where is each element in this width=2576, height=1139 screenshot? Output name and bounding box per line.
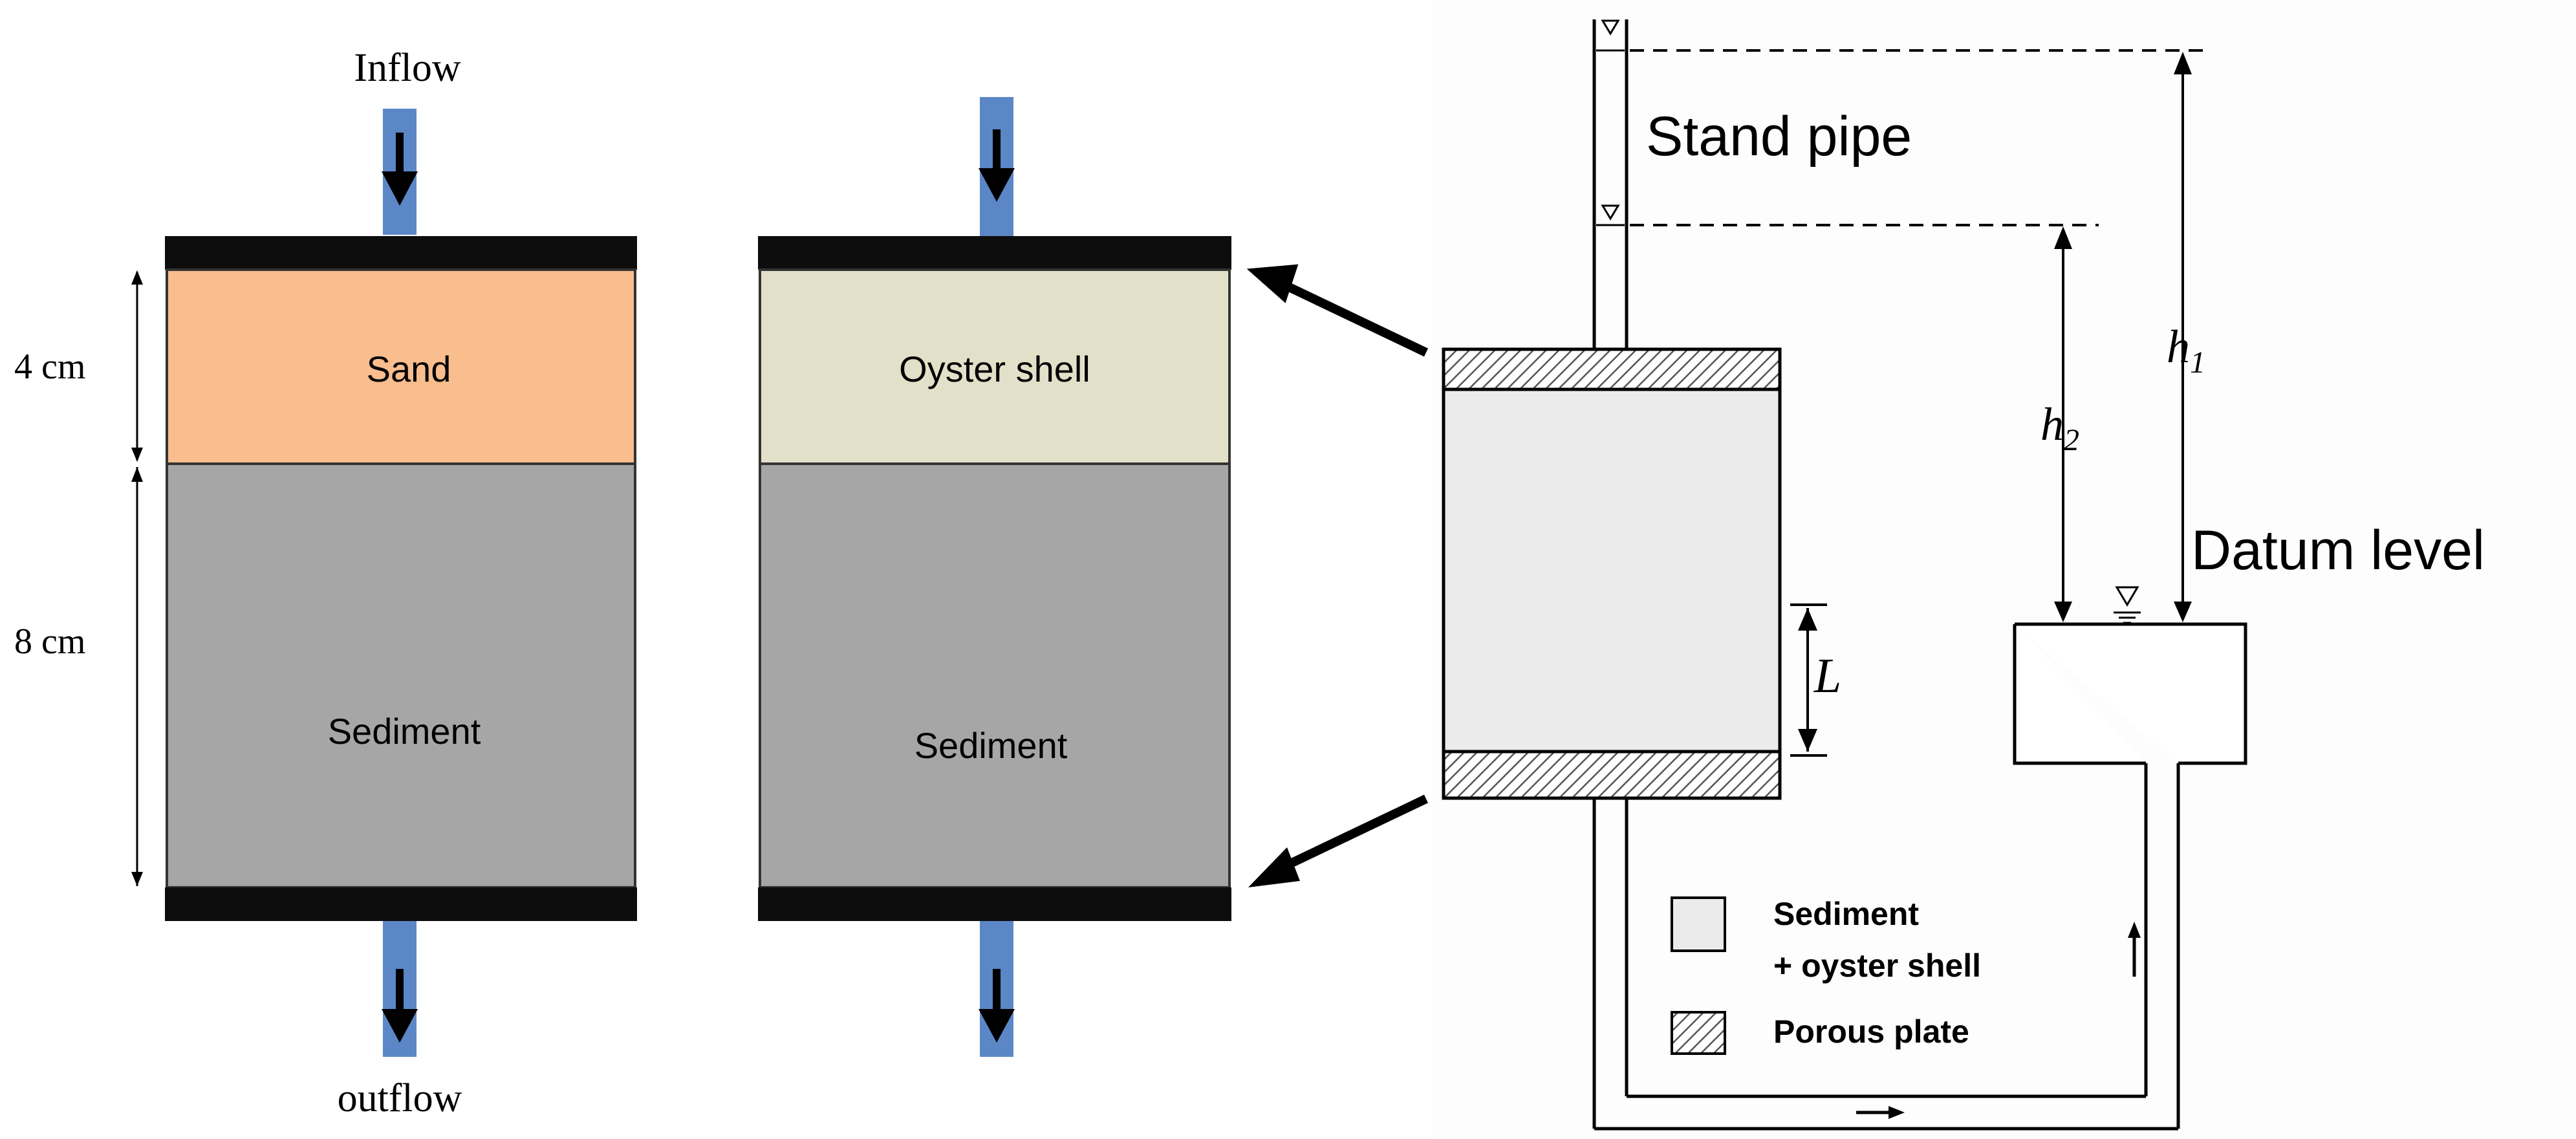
outflow-label: outflow xyxy=(338,1076,462,1120)
middle-bottom-cap xyxy=(758,887,1231,921)
flow-up-arrow-icon xyxy=(2128,922,2141,938)
legend: Sediment + oyster shell Porous plate xyxy=(1671,896,1981,1055)
middle-sediment-layer xyxy=(759,462,1231,889)
inflow-arrow-icon xyxy=(382,171,418,206)
h2-label: h2 xyxy=(2040,398,2079,457)
water-level-icon-lower xyxy=(1601,204,1620,221)
left-column-diagram: Inflow Sand Sediment outflow 4 cm xyxy=(14,46,637,1120)
h2-label-base: h xyxy=(2040,398,2064,450)
h2-label-subscript: 2 xyxy=(2064,423,2079,457)
middle-inflow-arrow-icon xyxy=(979,168,1015,202)
inflow-label: Inflow xyxy=(354,46,461,90)
length-label: L xyxy=(1813,649,1841,703)
connector-arrows xyxy=(1246,264,1429,887)
sediment-layer xyxy=(166,462,636,889)
outflow-pipe xyxy=(382,921,418,1057)
h1-dimension xyxy=(2174,52,2192,622)
flow-arrows xyxy=(1856,922,2141,1119)
h1-label-subscript: 1 xyxy=(2190,345,2205,380)
constant-head-apparatus: Stand pipe L xyxy=(1433,0,2576,1139)
length-dimension xyxy=(1790,603,1827,757)
stand-pipe-label: Stand pipe xyxy=(1646,105,1912,168)
middle-outflow-arrow-icon xyxy=(979,1009,1015,1043)
legend-item-1-line2: + oyster shell xyxy=(1773,948,1981,984)
thickness-dimension xyxy=(131,270,143,886)
sand-layer xyxy=(166,268,636,465)
middle-sediment-label: Sediment xyxy=(915,725,1068,766)
inflow-pipe xyxy=(382,109,418,235)
sand-layer-label: Sand xyxy=(367,349,451,389)
middle-inflow-pipe xyxy=(979,97,1015,236)
middle-column-diagram: Oyster shell Sediment xyxy=(758,97,1231,1057)
sample-cell xyxy=(1442,387,1782,754)
outflow-arrow-icon xyxy=(382,1009,418,1043)
bottom-cap xyxy=(165,887,637,921)
h1-label-base: h xyxy=(2167,321,2190,373)
datum-water-level-icon xyxy=(2115,586,2139,607)
h1-label: h1 xyxy=(2167,321,2205,380)
datum-level-label: Datum level xyxy=(2191,519,2485,581)
connector-arrow-top-icon xyxy=(1246,264,1299,303)
sand-thickness-label: 4 cm xyxy=(14,347,85,387)
top-cap xyxy=(165,236,637,270)
stand-pipe xyxy=(1592,19,1629,349)
sediment-layer-label: Sediment xyxy=(328,711,481,752)
datum-reservoir xyxy=(2013,622,2247,765)
sediment-thickness-label: 8 cm xyxy=(14,622,85,662)
flow-right-arrow-icon xyxy=(1889,1106,1905,1119)
h2-dimension xyxy=(2054,226,2072,622)
legend-item-2-line1: Porous plate xyxy=(1773,1014,1969,1050)
middle-top-cap xyxy=(758,236,1231,270)
water-level-icon-top xyxy=(1601,19,1620,36)
connector-arrow-bottom-icon xyxy=(1248,847,1300,887)
legend-porous-swatch xyxy=(1671,1011,1726,1055)
middle-outflow-pipe xyxy=(979,921,1015,1057)
top-porous-plate xyxy=(1442,347,1782,391)
oyster-shell-layer xyxy=(759,268,1231,465)
outlet-tubing xyxy=(1592,763,2180,1131)
oyster-shell-label: Oyster shell xyxy=(899,349,1090,389)
bottom-porous-plate xyxy=(1442,750,1782,800)
legend-sample-swatch xyxy=(1671,896,1726,952)
legend-item-1-line1: Sediment xyxy=(1773,896,1919,932)
